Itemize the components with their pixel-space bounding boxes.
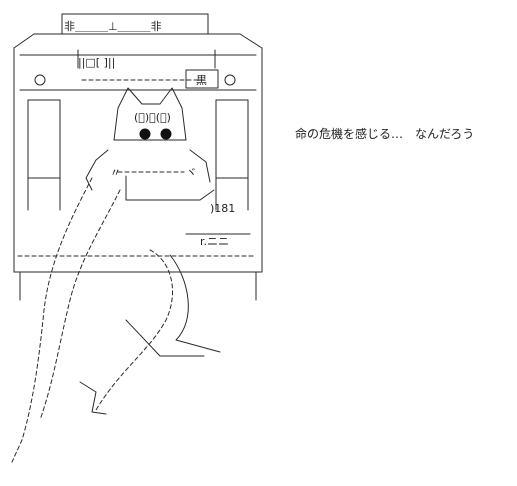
sign-text: 黒 (196, 74, 207, 87)
window-symbols: ||□[ ]|| (78, 56, 115, 69)
caption: 命の危機を感じる… なんだろう (295, 127, 475, 141)
car-number: )181 (210, 202, 235, 215)
left-eye-icon (139, 128, 151, 140)
left-headlight (34, 74, 46, 86)
left-whisker-mark: 〃 (110, 166, 121, 179)
plate-text: r.ニニ (200, 235, 229, 248)
train-roof (13, 13, 263, 49)
header-label: 非＿＿＿⊥＿＿＿非 (64, 20, 162, 33)
cat-head (113, 87, 187, 141)
destination-sign (185, 69, 219, 89)
cat-legs (11, 177, 221, 463)
right-whisker-mark: ヾ (186, 166, 197, 179)
right-headlight (224, 74, 236, 86)
train-body-outline (13, 47, 263, 301)
right-eye-icon (160, 128, 172, 140)
side-panels (27, 99, 249, 211)
front-window (19, 49, 257, 91)
cat-face: (ﾟ)＝(ﾟ) (134, 111, 171, 124)
